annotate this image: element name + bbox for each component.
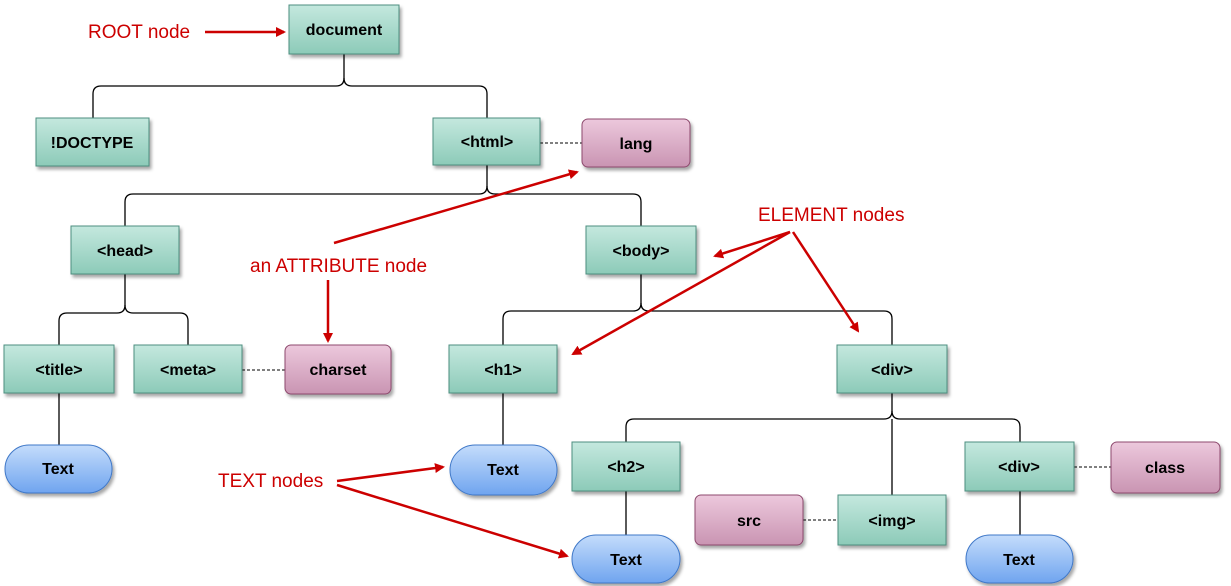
element-node-h1: <h1> [448, 344, 558, 394]
text-arrow-h1 [336, 463, 445, 483]
lang-label: lang [620, 136, 653, 153]
element-annotation-label: ELEMENT nodes [758, 205, 904, 226]
src-label: src [737, 513, 761, 530]
img-label: <img> [868, 513, 915, 530]
tree-connectors [58, 54, 1021, 535]
annotation-text: TEXT nodes [218, 463, 569, 559]
attribute-node-lang: lang [581, 118, 691, 168]
element-node-div: <div> [836, 344, 948, 394]
div-label: <div> [871, 362, 913, 379]
annotation-element: ELEMENT nodes [571, 205, 904, 356]
attribute-node-charset: charset [284, 344, 392, 395]
meta-label: <meta> [160, 362, 216, 379]
text-node-h1: Text [449, 444, 558, 496]
attribute-node-class: class [1110, 441, 1221, 494]
div2-text-label: Text [1003, 552, 1035, 569]
annotation-root: ROOT node [88, 22, 286, 43]
annotation-attribute: an ATTRIBUTE node [250, 169, 579, 343]
class-label: class [1145, 460, 1185, 477]
root-annotation-label: ROOT node [88, 22, 190, 43]
title-label: <title> [35, 362, 82, 379]
element-node-title: <title> [3, 344, 115, 394]
attribute-node-src: src [694, 494, 804, 546]
element-node-meta: <meta> [133, 344, 243, 394]
element-node-h2: <h2> [571, 441, 681, 492]
element-node-div2: <div> [964, 441, 1075, 492]
attribute-arrow-lang [333, 169, 579, 245]
element-arrow-body [713, 230, 791, 259]
h1-label: <h1> [484, 362, 521, 379]
element-arrow-div [791, 231, 860, 333]
element-node-head: <head> [70, 225, 180, 275]
h2-label: <h2> [607, 459, 644, 476]
head-label: <head> [97, 243, 153, 260]
div2-label: <div> [998, 459, 1040, 476]
element-node-html: <html> [432, 117, 541, 166]
element-node-img: <img> [837, 494, 947, 546]
charset-label: charset [310, 362, 368, 379]
attribute-connectors [242, 142, 1111, 521]
document-label: document [306, 22, 383, 39]
element-node-body: <body> [585, 225, 697, 275]
html-label: <html> [461, 134, 513, 151]
text-node-div2: Text [965, 534, 1074, 584]
element-arrow-h1 [571, 230, 791, 356]
attribute-annotation-label: an ATTRIBUTE node [250, 256, 427, 277]
h1-text-label: Text [487, 462, 519, 479]
element-node-document: document [288, 4, 400, 55]
doctype-label: !DOCTYPE [51, 135, 134, 152]
title-text-label: Text [42, 461, 74, 478]
text-arrow-h2 [336, 483, 569, 559]
text-node-title: Text [4, 444, 113, 494]
text-annotation-label: TEXT nodes [218, 471, 323, 492]
body-label: <body> [613, 243, 670, 260]
text-node-h2: Text [571, 534, 681, 584]
element-node-doctype: !DOCTYPE [35, 117, 150, 167]
h2-text-label: Text [610, 552, 642, 569]
